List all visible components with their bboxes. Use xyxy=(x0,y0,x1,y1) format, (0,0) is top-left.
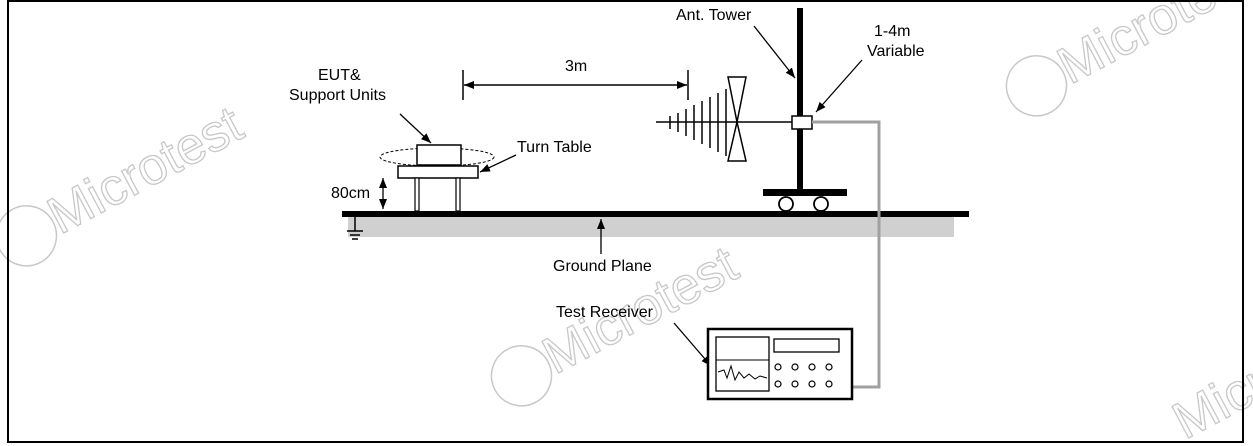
distance-label: 3m xyxy=(565,58,587,75)
watermark-text: Microtest xyxy=(1163,300,1253,446)
rf-cable xyxy=(812,120,881,389)
eut-box xyxy=(416,144,462,166)
eut-pointer xyxy=(399,113,432,144)
variable-label-line2: Variable xyxy=(867,43,925,60)
eut-label-line1: EUT& xyxy=(318,67,361,84)
variable-pointer xyxy=(815,59,863,113)
watermark-text: Microtest xyxy=(1048,0,1253,96)
watermark-globe-icon xyxy=(1005,55,1068,117)
ground-plane-label: Ground Plane xyxy=(553,258,652,275)
antenna-mount-clamp xyxy=(791,115,813,130)
ant-tower-pointer xyxy=(753,25,796,79)
watermark-globe-icon xyxy=(490,345,553,407)
turn-table-label: Turn Table xyxy=(517,139,592,156)
watermark-globe-icon xyxy=(0,205,58,267)
ground-symbol-icon xyxy=(347,217,363,240)
watermark-right: Microtest xyxy=(1005,0,1253,117)
antenna-tower-wheel-left xyxy=(778,196,794,212)
antenna-tower-wheel-right xyxy=(813,196,829,212)
test-receiver-icon xyxy=(706,327,854,401)
log-periodic-antenna-icon xyxy=(656,76,798,162)
diagram-frame xyxy=(7,0,1244,443)
antenna-tower-mast xyxy=(797,8,803,190)
turn-table-top xyxy=(397,165,479,179)
test-receiver-pointer xyxy=(673,322,712,367)
test-receiver-label: Test Receiver xyxy=(556,304,654,321)
variable-label-line1: 1-4m xyxy=(874,23,910,40)
ground-plane-shadow xyxy=(348,217,954,237)
height-label: 80cm xyxy=(331,185,370,202)
eut-label-line2: Support Units xyxy=(289,87,386,104)
watermark-text: Microtest xyxy=(38,95,252,245)
turn-table-leg-right xyxy=(455,177,461,212)
antenna-tower-base xyxy=(763,189,847,196)
turn-table-leg-left xyxy=(414,177,420,212)
ground-plane xyxy=(342,211,969,217)
watermark-left: Microtest xyxy=(0,94,253,267)
ant-tower-label: Ant. Tower xyxy=(676,7,752,24)
turn-table-pointer xyxy=(479,154,517,173)
watermark-bottom-right: Microtest xyxy=(1163,299,1253,446)
